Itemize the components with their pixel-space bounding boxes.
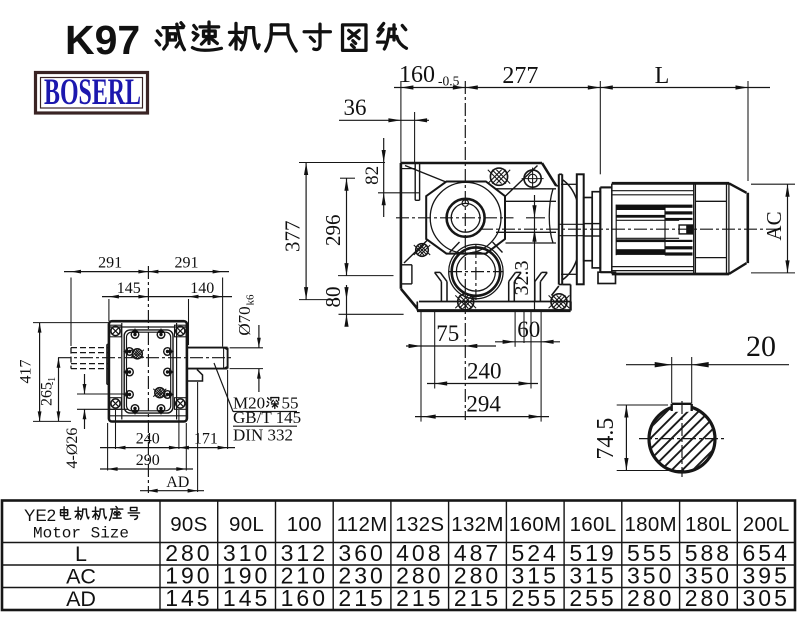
svg-text:180M: 180M xyxy=(624,513,676,536)
svg-text:280: 280 xyxy=(396,563,443,589)
svg-text:240: 240 xyxy=(136,431,160,448)
svg-text:200L: 200L xyxy=(743,513,790,536)
svg-text:291: 291 xyxy=(98,255,122,272)
svg-text:312: 312 xyxy=(281,540,328,566)
svg-text:112M: 112M xyxy=(337,513,388,536)
svg-text:BOSERL: BOSERL xyxy=(44,72,141,113)
svg-text:215: 215 xyxy=(454,585,501,611)
svg-text:k6: k6 xyxy=(245,294,257,306)
svg-text:GB/T 145: GB/T 145 xyxy=(233,408,301,427)
svg-text:160: 160 xyxy=(399,62,435,88)
svg-text:296: 296 xyxy=(321,215,345,247)
svg-text:190: 190 xyxy=(165,563,212,589)
svg-text:294: 294 xyxy=(466,392,501,417)
svg-text:171: 171 xyxy=(194,431,218,448)
svg-text:280: 280 xyxy=(165,540,212,566)
svg-text:Motor Size: Motor Size xyxy=(33,525,129,543)
svg-text:YE2: YE2 xyxy=(24,506,56,525)
svg-text:290: 290 xyxy=(136,452,160,469)
svg-text:90S: 90S xyxy=(170,513,207,536)
svg-text:315: 315 xyxy=(569,563,616,589)
svg-text:524: 524 xyxy=(512,540,559,566)
svg-text:DIN 332: DIN 332 xyxy=(233,426,293,445)
svg-text:280: 280 xyxy=(454,563,501,589)
svg-text:360: 360 xyxy=(338,540,385,566)
svg-text:160L: 160L xyxy=(570,513,617,536)
svg-text:654: 654 xyxy=(743,540,790,566)
svg-text:20: 20 xyxy=(746,330,776,363)
svg-text:210: 210 xyxy=(281,563,328,589)
svg-text:305: 305 xyxy=(743,585,790,611)
svg-text:132M: 132M xyxy=(451,513,503,536)
svg-text:L: L xyxy=(75,542,87,566)
svg-text:230: 230 xyxy=(338,563,385,589)
svg-text:145: 145 xyxy=(117,280,141,297)
svg-text:M20: M20 xyxy=(233,394,265,413)
svg-text:90L: 90L xyxy=(229,513,264,536)
svg-text:100: 100 xyxy=(287,513,322,536)
svg-text:4-Ø26: 4-Ø26 xyxy=(64,428,81,469)
svg-text:AD: AD xyxy=(166,474,189,491)
svg-text:255: 255 xyxy=(569,585,616,611)
svg-text:L: L xyxy=(655,63,670,89)
svg-text:K97: K97 xyxy=(65,17,140,63)
svg-text:145: 145 xyxy=(223,585,270,611)
svg-text:AC: AC xyxy=(66,565,96,589)
svg-text:32.3: 32.3 xyxy=(511,261,533,296)
svg-text:145: 145 xyxy=(165,585,212,611)
svg-text:190: 190 xyxy=(223,563,270,589)
svg-text:377: 377 xyxy=(281,221,305,253)
svg-text:132S: 132S xyxy=(395,513,444,536)
svg-text:75: 75 xyxy=(436,321,459,346)
svg-text:AC: AC xyxy=(762,211,786,240)
svg-text:350: 350 xyxy=(685,563,732,589)
svg-text:280: 280 xyxy=(685,585,732,611)
svg-text:408: 408 xyxy=(396,540,443,566)
svg-text:240: 240 xyxy=(467,359,502,384)
svg-text:Ø70: Ø70 xyxy=(235,306,254,335)
svg-text:60: 60 xyxy=(517,317,540,342)
svg-text:AD: AD xyxy=(66,587,96,611)
svg-text:55: 55 xyxy=(282,394,299,413)
svg-text:82: 82 xyxy=(362,166,383,185)
svg-text:395: 395 xyxy=(743,563,790,589)
svg-text:277: 277 xyxy=(502,63,538,89)
svg-text:80: 80 xyxy=(321,287,345,308)
svg-text:160: 160 xyxy=(281,585,328,611)
svg-text:160M: 160M xyxy=(509,513,561,536)
svg-text:215: 215 xyxy=(338,585,385,611)
svg-text:140: 140 xyxy=(190,280,214,297)
svg-text:280: 280 xyxy=(627,585,674,611)
svg-text:588: 588 xyxy=(685,540,732,566)
svg-text:519: 519 xyxy=(569,540,616,566)
svg-text:417: 417 xyxy=(18,360,35,384)
svg-text:350: 350 xyxy=(627,563,674,589)
svg-text:315: 315 xyxy=(512,563,559,589)
svg-text:555: 555 xyxy=(627,540,674,566)
svg-text:-0.5: -0.5 xyxy=(438,74,460,89)
svg-text:215: 215 xyxy=(396,585,443,611)
svg-text:310: 310 xyxy=(223,540,270,566)
svg-text:-1: -1 xyxy=(47,377,58,385)
svg-text:74.5: 74.5 xyxy=(593,418,619,460)
svg-text:36: 36 xyxy=(344,95,367,120)
svg-text:255: 255 xyxy=(512,585,559,611)
svg-text:487: 487 xyxy=(454,540,501,566)
svg-text:291: 291 xyxy=(175,255,199,272)
svg-text:265: 265 xyxy=(39,382,56,406)
svg-text:180L: 180L xyxy=(685,513,732,536)
